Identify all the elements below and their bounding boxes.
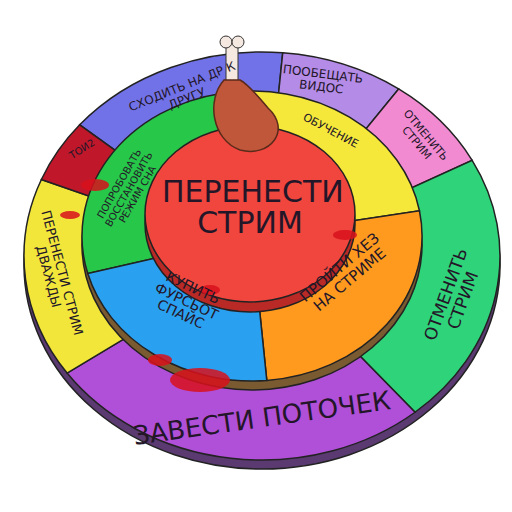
blood-splat xyxy=(81,179,109,191)
blood-splat xyxy=(170,368,230,392)
wheel xyxy=(24,36,500,469)
drumstick xyxy=(214,36,278,151)
wheel-segment-label: ПЕРЕНЕСТИ СТРИМ xyxy=(160,174,340,243)
blood-splat xyxy=(148,354,172,366)
segment-text: ПЕРЕНЕСТИ СТРИМ xyxy=(162,176,338,239)
blood-splat xyxy=(333,230,357,240)
blood-splat xyxy=(60,211,80,219)
